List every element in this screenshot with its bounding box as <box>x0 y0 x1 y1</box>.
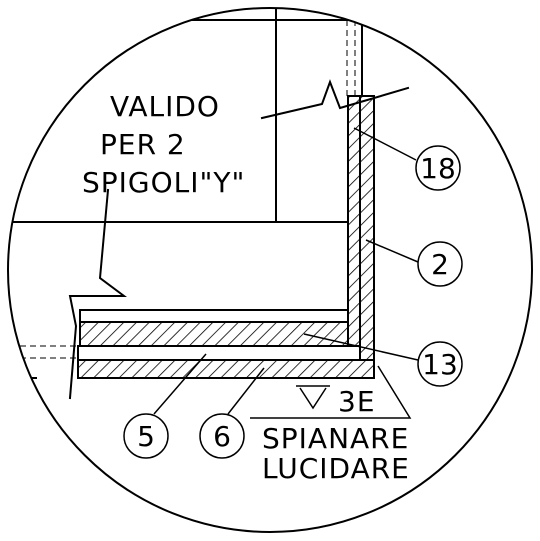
layer-5 <box>77 345 361 361</box>
layer-13 <box>79 321 349 347</box>
break-line <box>68 188 127 400</box>
callout-2: 2 <box>417 241 463 287</box>
finish-instruction-2: LUCIDARE <box>262 452 410 485</box>
note-line-2: PER 2 <box>100 128 186 161</box>
leader-5 <box>153 353 207 415</box>
layer-13-top <box>79 309 349 323</box>
break-line <box>260 79 410 120</box>
svg-text:13: 13 <box>422 348 458 381</box>
svg-text:18: 18 <box>420 152 456 185</box>
callout-6: 6 <box>199 413 245 459</box>
leader-6 <box>227 367 265 415</box>
leader-2 <box>365 239 419 263</box>
layer-18 <box>347 95 361 347</box>
svg-text:3E: 3E <box>338 385 376 418</box>
note-line-3: SPIGOLI"Y" <box>82 166 245 199</box>
leader-18 <box>353 127 417 161</box>
svg-text:5: 5 <box>137 420 155 453</box>
layer-6 <box>77 359 375 379</box>
leader-13 <box>303 333 419 361</box>
note-line-1: VALIDO <box>110 90 220 123</box>
svg-text:6: 6 <box>213 420 231 453</box>
callout-18: 18 <box>415 145 461 191</box>
callout-13: 13 <box>417 341 463 387</box>
layer-2 <box>359 95 375 361</box>
surface-finish-symbol: 3E <box>250 365 412 419</box>
callout-5: 5 <box>123 413 169 459</box>
detail-circle <box>7 7 533 533</box>
finish-instruction-1: SPIANARE <box>262 422 409 455</box>
svg-text:2: 2 <box>431 248 449 281</box>
